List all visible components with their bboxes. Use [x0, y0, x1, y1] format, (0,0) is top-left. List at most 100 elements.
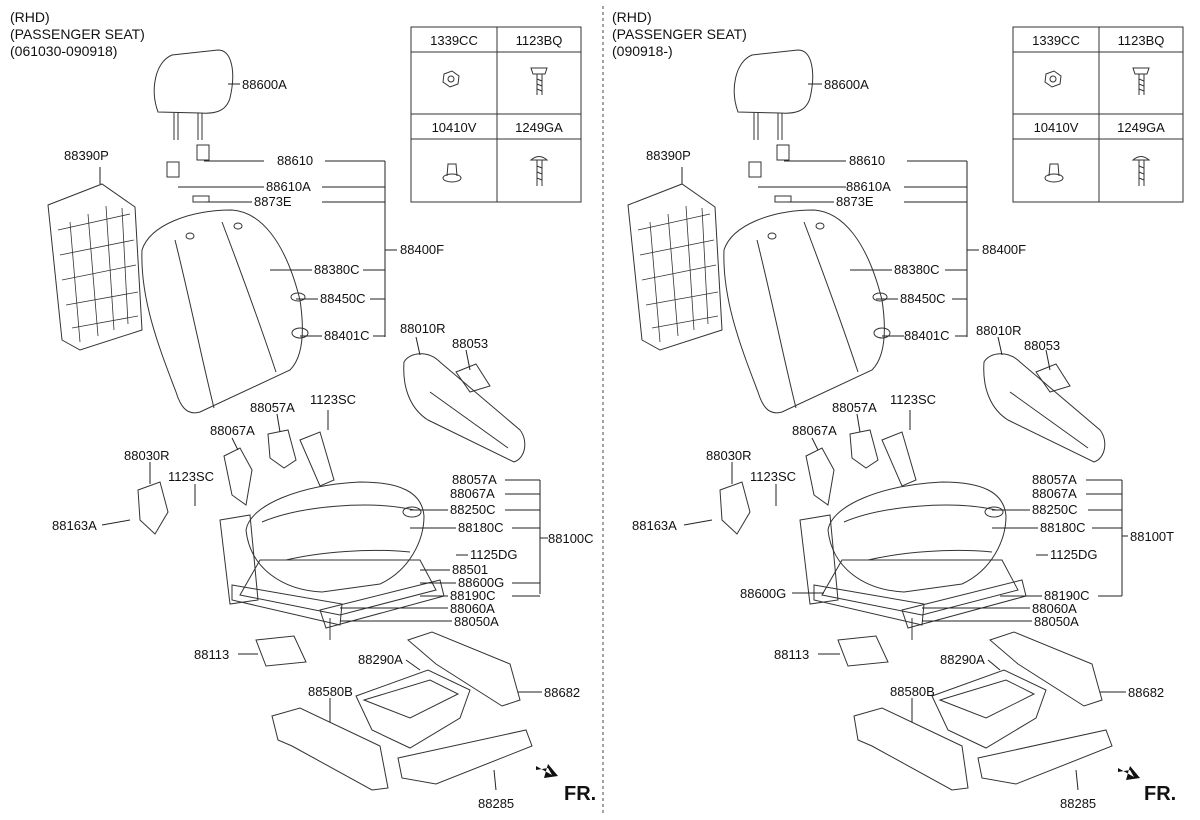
part-label: 1125DG — [470, 547, 517, 562]
part-label: 1123SC — [310, 392, 356, 407]
part-label: 88380C — [894, 262, 940, 277]
part-label: 88057A — [452, 472, 497, 487]
part-label: 88290A — [358, 652, 403, 667]
part-label: 88400F — [982, 242, 1026, 257]
seat-cushion-drawing — [827, 481, 1007, 593]
panel-header-line: (090918-) — [612, 43, 673, 59]
panel-header-line: (061030-090918) — [10, 43, 117, 59]
front-label: FR. — [1144, 783, 1176, 805]
part-label: 88010R — [400, 321, 446, 336]
part-label: 88100C — [548, 531, 594, 546]
part-label: 88610 — [277, 153, 313, 168]
part-label: 88610A — [266, 179, 311, 194]
part-label: 88682 — [1128, 685, 1164, 700]
part-label: 88067A — [1032, 486, 1077, 501]
fastener-code: 10410V — [432, 120, 477, 135]
headrest-drawing — [153, 49, 234, 203]
leader-lines — [681, 83, 1128, 791]
part-label: 88380C — [314, 262, 360, 277]
armrest-drawing — [983, 353, 1106, 463]
part-label: 88600A — [824, 77, 869, 92]
part-label: 88600G — [458, 575, 504, 590]
leader-lines — [99, 83, 548, 791]
front-arrow-icon — [536, 764, 558, 778]
bolt-icon — [1132, 67, 1150, 95]
part-label: 1123SC — [168, 469, 214, 484]
seatback-frame-drawing — [627, 183, 723, 351]
part-label: 88057A — [250, 400, 295, 415]
part-label: 88600G — [740, 586, 786, 601]
part-label: 88190C — [450, 588, 496, 603]
part-label: 88610 — [849, 153, 885, 168]
part-label: 88010R — [976, 323, 1022, 338]
nut-icon — [442, 70, 460, 88]
screw-icon — [1131, 156, 1151, 186]
part-label: 88390P — [64, 148, 109, 163]
part-label: 88060A — [1032, 601, 1077, 616]
part-label: 88180C — [458, 520, 504, 535]
seatback-frame-drawing — [47, 183, 143, 351]
panel-left: (RHD) (PASSENGER SEAT) (061030-090918) 1… — [10, 9, 596, 811]
panel-header-line: (PASSENGER SEAT) — [612, 26, 747, 42]
part-label: 88053 — [452, 336, 488, 351]
fastener-code: 1339CC — [1032, 33, 1080, 48]
fastener-code: 1339CC — [430, 33, 478, 48]
part-label: 1125DG — [1050, 547, 1097, 562]
seat-track-drawing — [799, 514, 1027, 640]
part-label: 88067A — [792, 423, 837, 438]
part-label: 88113 — [774, 647, 809, 662]
part-label: 88250C — [1032, 502, 1078, 517]
part-label: 88682 — [544, 685, 580, 700]
part-label: 88401C — [904, 328, 950, 343]
part-label: 88163A — [52, 518, 97, 533]
front-label: FR. — [564, 783, 596, 805]
nut-icon — [1044, 70, 1062, 88]
part-label: 88600A — [242, 77, 287, 92]
seat-cushion-drawing — [245, 481, 425, 593]
part-label: 1123SC — [890, 392, 936, 407]
part-label: 88290A — [940, 652, 985, 667]
part-label: 88501 — [452, 562, 488, 577]
panel-header-line: (RHD) — [10, 9, 50, 25]
part-label: 88057A — [1032, 472, 1077, 487]
part-label: 88030R — [124, 448, 170, 463]
part-label: 1123SC — [750, 469, 796, 484]
panel-right: (RHD) (PASSENGER SEAT) (090918-) 1339CC … — [612, 9, 1184, 811]
fastener-code: 10410V — [1034, 120, 1079, 135]
part-label: 88190C — [1044, 588, 1090, 603]
part-label: 88285 — [478, 796, 514, 811]
fastener-table: 1339CC 1123BQ 10410V 1249GA — [410, 26, 582, 203]
part-label: 88030R — [706, 448, 752, 463]
part-label: 88250C — [450, 502, 496, 517]
part-label: 88113 — [194, 647, 229, 662]
front-arrow-icon — [1118, 766, 1140, 780]
bolt-icon — [530, 67, 548, 95]
tray-drawing — [255, 631, 533, 791]
fastener-table: 1339CC 1123BQ 10410V 1249GA — [1012, 26, 1184, 203]
part-label: 88067A — [450, 486, 495, 501]
part-label: 88163A — [632, 518, 677, 533]
seatback-cover-drawing — [141, 209, 309, 414]
part-label: 88450C — [900, 291, 946, 306]
fastener-code: 1249GA — [515, 120, 563, 135]
clip-icon — [442, 163, 462, 183]
seatback-cover-drawing — [723, 209, 891, 414]
part-label: 88100T — [1130, 529, 1174, 544]
fastener-code: 1249GA — [1117, 120, 1165, 135]
tray-drawing — [837, 631, 1113, 791]
part-label: 88580B — [308, 684, 353, 699]
part-label: 88400F — [400, 242, 444, 257]
panel-header-line: (RHD) — [612, 9, 652, 25]
panel-header-line: (PASSENGER SEAT) — [10, 26, 145, 42]
part-label: 8873E — [836, 194, 874, 209]
armrest-drawing — [403, 353, 526, 463]
part-label: 88060A — [450, 601, 495, 616]
headrest-drawing — [733, 49, 814, 203]
fastener-code: 1123BQ — [516, 33, 563, 48]
part-label: 88580B — [890, 684, 935, 699]
part-label: 88050A — [1034, 614, 1079, 629]
part-label: 88450C — [320, 291, 366, 306]
part-label: 88057A — [832, 400, 877, 415]
part-label: 8873E — [254, 194, 292, 209]
